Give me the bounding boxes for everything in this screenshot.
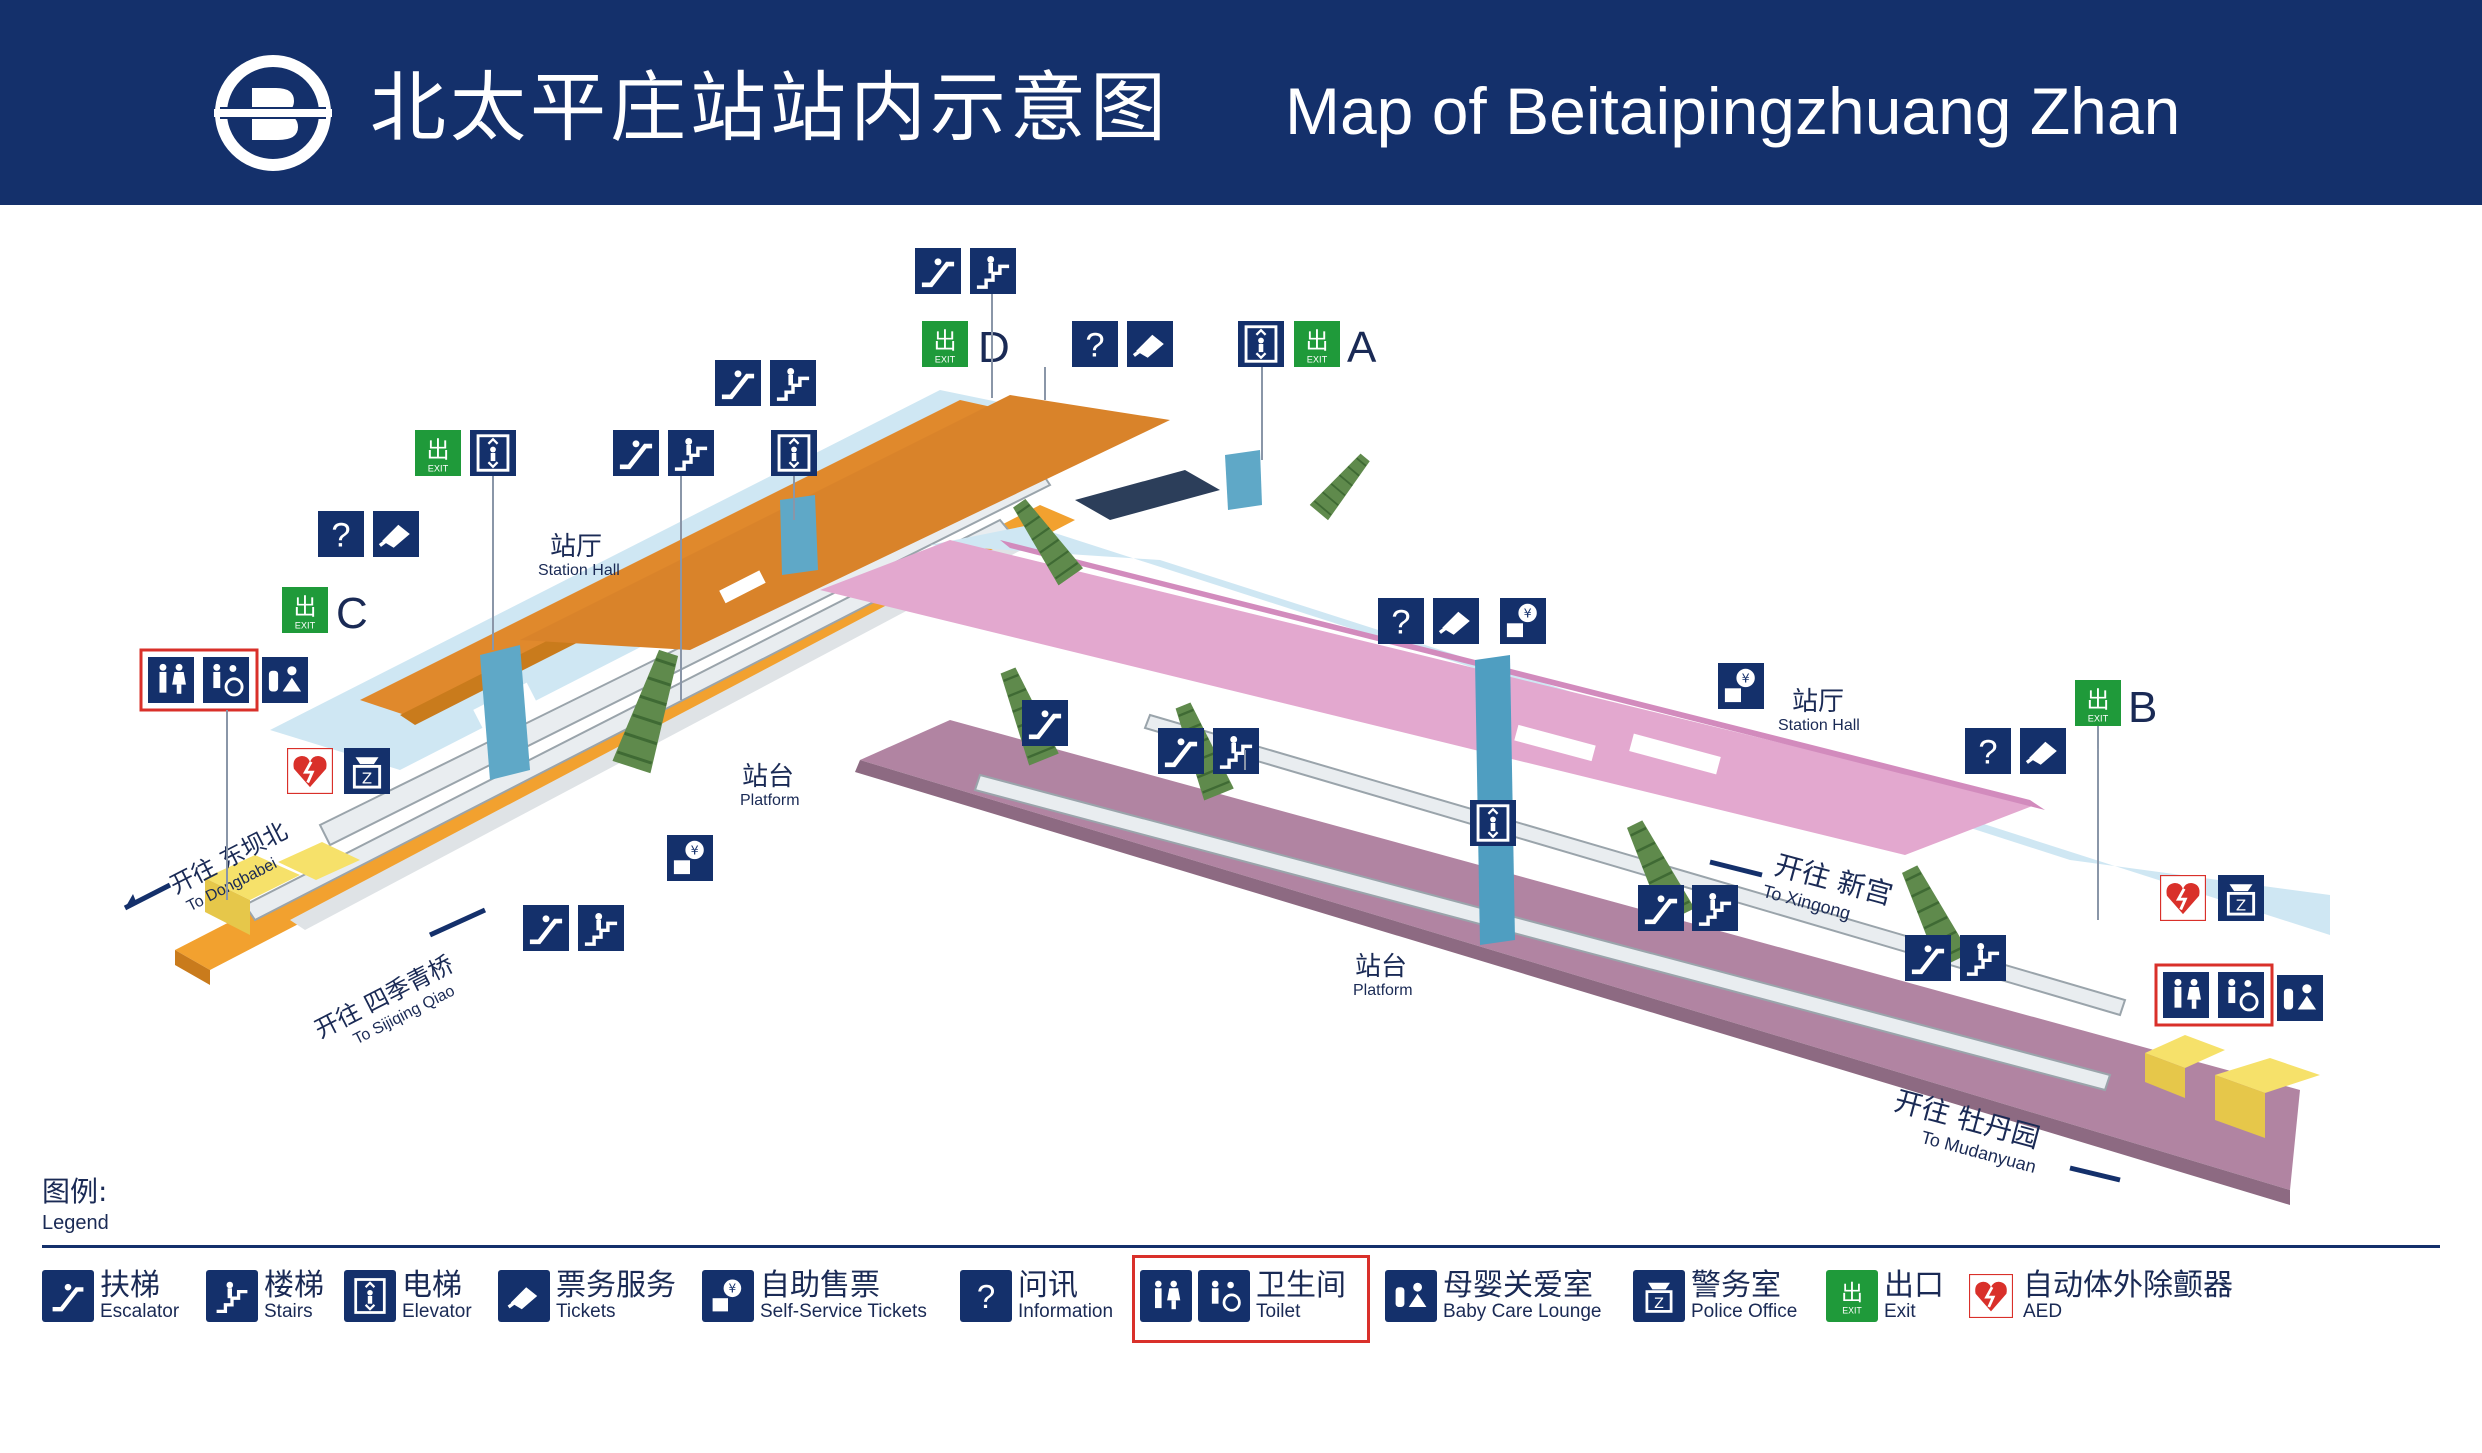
exit-d-cluster: D (915, 248, 1016, 372)
orange-line-station-hall (270, 390, 1170, 770)
svg-text:D: D (978, 323, 1010, 372)
legend-title: 图例: (42, 1175, 108, 1208)
svg-text:Station Hall: Station Hall (1778, 717, 1860, 734)
baby-care-icon (1385, 1270, 1437, 1322)
legend-label-cn: 问讯 (1018, 1268, 1078, 1304)
legend-label-en: Baby Care Lounge (1443, 1301, 1602, 1323)
pink-line-platform (855, 720, 2300, 1205)
legend-label-en: Police Office (1691, 1301, 1798, 1323)
exit-b-cluster: B (1965, 680, 2157, 774)
police-icon (1633, 1270, 1685, 1322)
legend-label-cn: 楼梯 (264, 1268, 324, 1304)
orange-lower-cluster (523, 835, 713, 951)
direction-sijiqing: 开往 四季青桥 To Sijiqing Qiao (310, 950, 458, 1048)
legend-toilet-highlight (1132, 1255, 1370, 1343)
platform-label-right: 站台 Platform (1353, 952, 1413, 999)
station-hall-label-right: 站厅 Station Hall (1778, 687, 1860, 734)
ticket-icon (498, 1270, 550, 1322)
beijing-subway-logo-icon (214, 55, 332, 171)
legend-label-cn: 扶梯 (100, 1268, 160, 1304)
legend-label-cn: 自动体外除颤器 (2023, 1268, 2233, 1304)
legend-label-en: Tickets (556, 1301, 616, 1323)
legend-label-cn: 票务服务 (556, 1268, 676, 1304)
legend-label-en: Toilet (1256, 1301, 1301, 1323)
orange-line-yellow-blocks (205, 842, 360, 935)
svg-text:A: A (1347, 323, 1377, 372)
elevator-icon (344, 1270, 396, 1322)
legend-label-cn: 卫生间 (1256, 1268, 1346, 1304)
legend-label-en: Stairs (264, 1301, 313, 1323)
station-map: ? ¥ Z 出EXIT (123, 248, 2330, 1205)
legend-label-cn: 出口 (1884, 1268, 1944, 1304)
legend-label-cn: 警务室 (1691, 1268, 1781, 1304)
orange-upper-cluster (415, 360, 817, 476)
stairs-icon (206, 1270, 258, 1322)
legend-label-en: Elevator (402, 1301, 472, 1323)
legend-label-en: Information (1018, 1301, 1114, 1323)
toilet-cluster-left (139, 648, 308, 712)
svg-text:B: B (2128, 683, 2157, 732)
page-title-en: Map of Beitaipingzhuang Zhan (1285, 74, 2181, 148)
legend-label-en: Escalator (100, 1301, 180, 1323)
information-icon (960, 1270, 1012, 1322)
pink-line-yellow-blocks (2145, 1035, 2320, 1138)
ticket-machine-icon (702, 1270, 754, 1322)
exit-icon (1826, 1270, 1878, 1322)
legend-label-cn: 母婴关爱室 (1443, 1268, 1593, 1304)
page-title-cn: 北太平庄站站内示意图 (370, 63, 1170, 152)
header-bar: 北太平庄站站内示意图 Map of Beitaipingzhuang Zhan (0, 0, 2482, 205)
arrow-mudanyuan-icon (2069, 1165, 2121, 1183)
legend-label-en: Self-Service Tickets (760, 1301, 927, 1323)
svg-text:C: C (336, 589, 368, 638)
svg-text:Platform: Platform (1353, 982, 1413, 999)
svg-text:Platform: Platform (740, 792, 800, 809)
svg-text:站厅: 站厅 (550, 532, 602, 562)
toilet-icon (1140, 1270, 1192, 1322)
pink-line-train (973, 713, 2127, 1092)
exit-a-cluster: A (1238, 321, 1377, 372)
escalator-icon (42, 1270, 94, 1322)
info-tickets-cluster-d (1072, 321, 1173, 367)
legend-label-en: Exit (1884, 1301, 1916, 1323)
station-hall-label-left: 站厅 Station Hall (538, 532, 620, 579)
svg-text:站台: 站台 (742, 762, 794, 792)
svg-text:站台: 站台 (1355, 952, 1407, 982)
legend-label-cn: 自助售票 (760, 1268, 880, 1304)
leader-lines (226, 294, 2099, 920)
legend-divider (42, 1245, 2440, 1248)
arrow-xingong-icon (1709, 859, 1763, 878)
accessible-toilet-icon (1198, 1270, 1250, 1322)
aed-police-cluster-left (287, 748, 390, 794)
platform-label-left: 站台 Platform (740, 762, 800, 809)
legend-subtitle: Legend (42, 1212, 109, 1234)
svg-text:站厅: 站厅 (1792, 687, 1844, 717)
pink-line-station-hall (820, 525, 2330, 935)
exit-c-cluster: C (282, 511, 419, 638)
svg-text:Station Hall: Station Hall (538, 562, 620, 579)
aed-icon (1965, 1270, 2017, 1322)
platform-box (1075, 470, 1220, 520)
legend-label-cn: 电梯 (402, 1268, 462, 1304)
legend-label-en: AED (2023, 1301, 2063, 1323)
toilet-cluster-right (2154, 963, 2323, 1027)
arrow-sijiqing-icon (428, 907, 487, 938)
